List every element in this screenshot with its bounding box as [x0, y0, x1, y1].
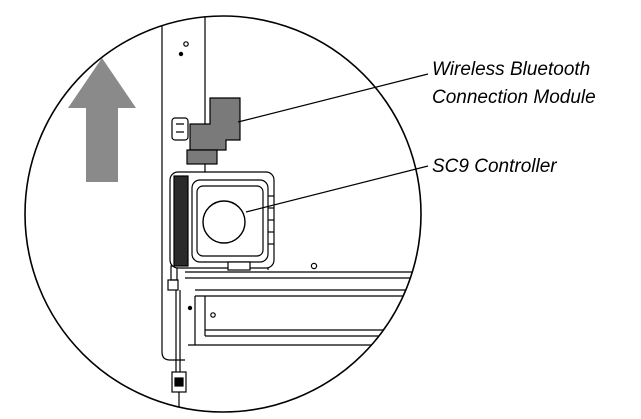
cable-connector	[171, 290, 187, 410]
bluetooth-module	[171, 97, 241, 165]
sc9-controller	[169, 171, 275, 271]
sc9-controller-label-text: SC9 Controller	[432, 156, 557, 177]
arrow-up-icon	[68, 58, 136, 182]
bluetooth-leader-line	[237, 73, 429, 123]
sc9-controller-label: SC9 Controller	[432, 153, 557, 181]
bluetooth-module-label-line1: Wireless Bluetooth	[432, 59, 591, 80]
controller-leader-line	[245, 165, 429, 213]
bluetooth-module-label: Wireless Bluetooth Connection Module	[432, 56, 596, 112]
bluetooth-module-label-line2: Connection Module	[432, 87, 596, 108]
